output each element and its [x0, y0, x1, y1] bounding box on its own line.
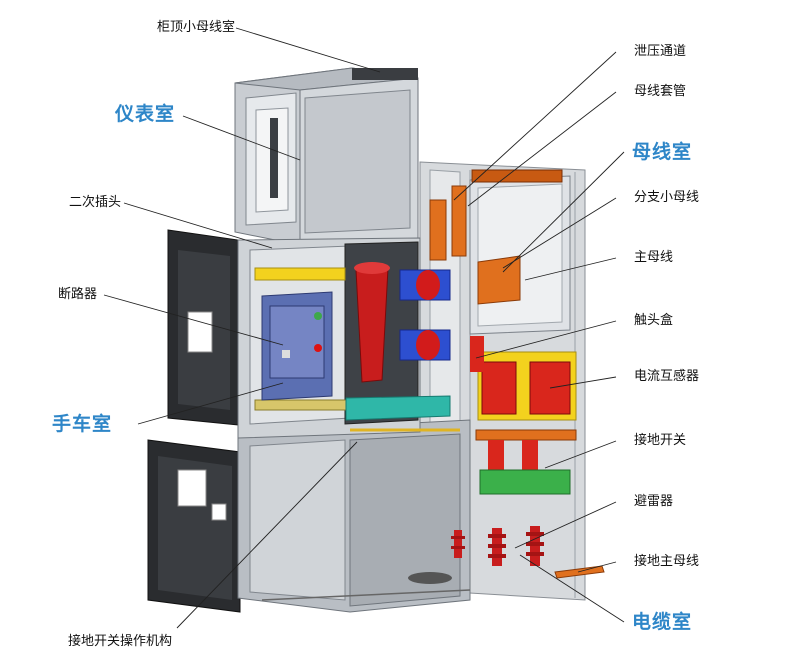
label-pressure-relief: 泄压通道: [634, 44, 687, 59]
label-busbar-room: 母线室: [632, 141, 693, 163]
label-breaker: 断路器: [58, 287, 98, 302]
blue-contact-boxes: [399, 269, 451, 361]
label-current-transformer: 电流互感器: [634, 369, 700, 384]
label-earthing-mechanism: 接地开关操作机构: [68, 634, 173, 649]
label-main-bus: 主母线: [634, 250, 674, 265]
label-contact-box: 触头盒: [634, 313, 674, 328]
label-secondary-plug: 二次插头: [69, 195, 122, 210]
label-branch-bus: 分支小母线: [634, 190, 700, 205]
leader-lines: [103, 27, 625, 629]
surge-arresters: [451, 526, 544, 566]
upper-door: [167, 229, 239, 426]
label-instrument-room: 仪表室: [115, 103, 176, 125]
label-surge-arrester: 避雷器: [634, 494, 674, 509]
label-earthing-main-bus: 接地主母线: [634, 554, 700, 569]
label-trolley-room: 手车室: [52, 413, 113, 435]
label-bus-bushing: 母线套管: [634, 84, 687, 99]
contact-arm-red: [354, 262, 390, 383]
label-top-bus-room: 柜顶小母线室: [157, 20, 236, 35]
copper-busbars: [429, 169, 563, 305]
instrument-room-box: [234, 67, 419, 246]
cable-room-box: [237, 419, 471, 613]
teal-plate: [345, 395, 451, 421]
breaker-trolley: [261, 291, 333, 401]
label-earthing-switch: 接地开关: [634, 433, 687, 448]
label-cable-room: 电缆室: [632, 611, 693, 633]
earthing-switch-assembly: [475, 429, 577, 495]
lower-door: [147, 439, 241, 613]
